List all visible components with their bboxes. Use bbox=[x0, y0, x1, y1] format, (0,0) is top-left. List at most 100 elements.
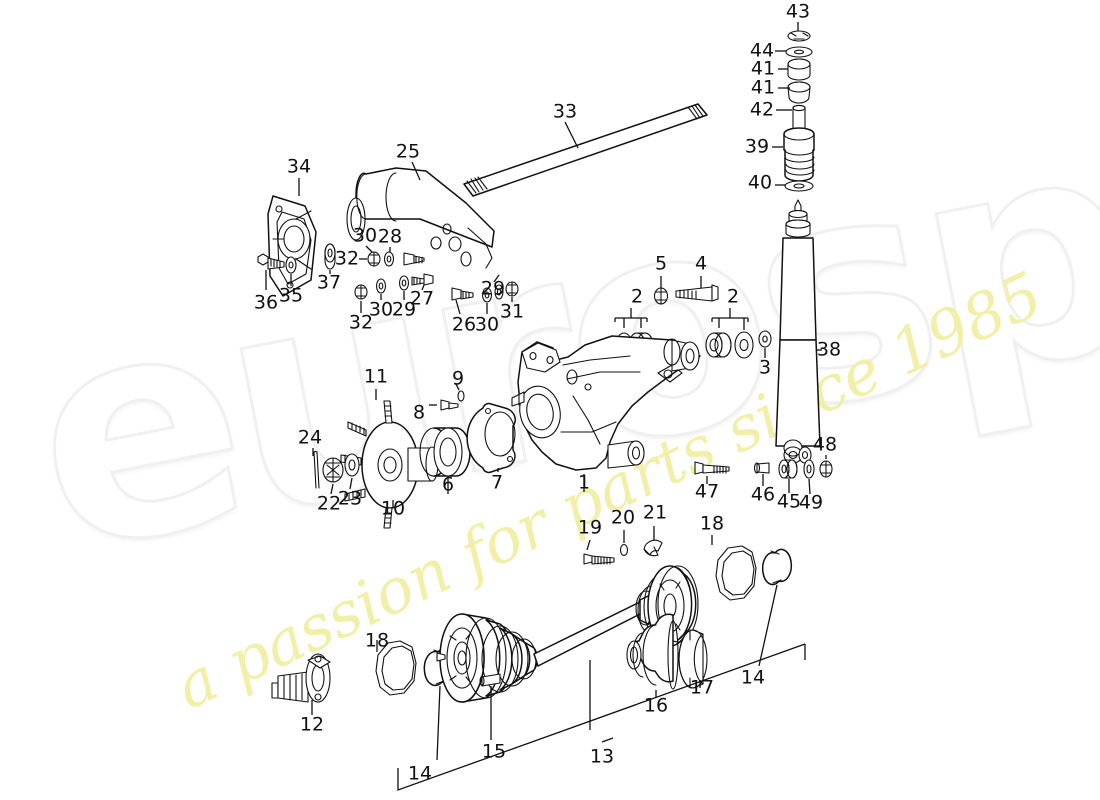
leader-lines-bumpstop bbox=[772, 22, 799, 186]
wheel-bearing-6 bbox=[419, 427, 471, 494]
callout-number-20: 20 bbox=[611, 507, 635, 529]
callout-number-48: 48 bbox=[813, 434, 837, 456]
assembly-bracket-13-14 bbox=[397, 643, 806, 791]
callout-number-30: 30 bbox=[475, 314, 499, 336]
callout-number-31: 31 bbox=[500, 301, 524, 323]
nut-5-bolt-4 bbox=[653, 276, 719, 305]
callout-number-19: 19 bbox=[578, 517, 602, 539]
callout-number-4: 4 bbox=[695, 253, 707, 275]
dowel-pin-15 bbox=[479, 673, 501, 740]
rubber-boot-16 bbox=[626, 613, 679, 698]
callout-number-8: 8 bbox=[413, 402, 425, 424]
gasket-18-left bbox=[375, 640, 417, 696]
callout-number-18: 18 bbox=[700, 513, 724, 535]
washer-49 bbox=[803, 459, 815, 495]
callout-number-12: 12 bbox=[300, 714, 324, 736]
bolt-47 bbox=[694, 461, 730, 484]
hardware-row2 bbox=[354, 273, 434, 313]
callout-number-22: 22 bbox=[317, 493, 341, 515]
callout-number-9: 9 bbox=[452, 368, 464, 390]
cv-joint-left bbox=[436, 613, 538, 703]
callout-number-34: 34 bbox=[287, 156, 311, 178]
callout-number-32: 32 bbox=[349, 312, 373, 334]
callout-number-14: 14 bbox=[741, 667, 765, 689]
callout-number-43: 43 bbox=[786, 1, 810, 23]
torsion-bar-bracket bbox=[267, 178, 317, 297]
callout-number-45: 45 bbox=[777, 491, 801, 513]
callout-number-29: 29 bbox=[481, 278, 505, 300]
callout-number-32: 32 bbox=[335, 248, 359, 270]
callout-number-15: 15 bbox=[482, 741, 506, 763]
callout-number-11: 11 bbox=[364, 366, 388, 388]
washer-20 bbox=[619, 530, 629, 557]
drive-shaft-13 bbox=[533, 601, 645, 730]
callout-number-39: 39 bbox=[745, 136, 769, 158]
callout-number-16: 16 bbox=[644, 695, 668, 717]
callout-number-13: 13 bbox=[590, 746, 614, 768]
callout-number-41: 41 bbox=[751, 58, 775, 80]
bumpstop-stack bbox=[783, 30, 815, 192]
callout-number-5: 5 bbox=[655, 253, 667, 275]
clamp-ring-17 bbox=[678, 629, 708, 689]
callout-number-30: 30 bbox=[369, 299, 393, 321]
callout-number-17: 17 bbox=[690, 677, 714, 699]
hardware-row3 bbox=[451, 274, 519, 315]
retaining-plate-21 bbox=[643, 526, 663, 557]
callout-number-1: 1 bbox=[578, 472, 590, 494]
callout-number-7: 7 bbox=[491, 472, 503, 494]
torsion-bar bbox=[463, 103, 708, 197]
bolt-19 bbox=[583, 539, 615, 565]
shock-absorber bbox=[775, 199, 821, 464]
callout-number-21: 21 bbox=[643, 502, 667, 524]
castle-nut-22 bbox=[322, 457, 344, 495]
wheel-hub-10 bbox=[340, 389, 439, 529]
callout-number-49: 49 bbox=[799, 492, 823, 514]
bushing-group-2-right bbox=[705, 308, 754, 359]
bushing-45 bbox=[778, 459, 798, 493]
washer-35 bbox=[285, 256, 297, 286]
callout-number-14: 14 bbox=[408, 763, 432, 785]
washer-3 bbox=[758, 330, 772, 358]
spring-plate-25 bbox=[346, 161, 495, 269]
bearing-flange-7 bbox=[466, 402, 516, 474]
trailing-arm-1 bbox=[511, 335, 701, 492]
callout-number-27: 27 bbox=[410, 288, 434, 310]
callout-number-2: 2 bbox=[727, 286, 739, 308]
callout-number-3: 3 bbox=[759, 357, 771, 379]
hardware-30-28 bbox=[359, 245, 425, 267]
callout-number-36: 36 bbox=[254, 292, 278, 314]
bushing-37 bbox=[324, 243, 336, 274]
bolt-8 bbox=[429, 399, 459, 411]
callout-number-42: 42 bbox=[750, 99, 774, 121]
spacer-46 bbox=[753, 462, 770, 486]
callout-number-18: 18 bbox=[365, 630, 389, 652]
washer-23 bbox=[344, 453, 360, 490]
callout-number-47: 47 bbox=[695, 481, 719, 503]
callout-number-35: 35 bbox=[279, 285, 303, 307]
callout-number-33: 33 bbox=[553, 101, 577, 123]
stub-axle-12 bbox=[271, 653, 331, 715]
bolt-36 bbox=[257, 253, 285, 290]
callout-number-38: 38 bbox=[817, 339, 841, 361]
washer-9 bbox=[455, 383, 465, 402]
cotter-pin-24 bbox=[312, 448, 320, 489]
callout-number-41: 41 bbox=[751, 77, 775, 99]
callout-number-26: 26 bbox=[452, 314, 476, 336]
circlip-14-right bbox=[758, 548, 793, 667]
gasket-18-right bbox=[711, 535, 757, 601]
callout-number-44: 44 bbox=[750, 40, 774, 62]
callout-number-23: 23 bbox=[338, 488, 362, 510]
callout-number-30: 30 bbox=[353, 225, 377, 247]
callout-number-28: 28 bbox=[378, 226, 402, 248]
callout-number-37: 37 bbox=[317, 272, 341, 294]
callout-number-40: 40 bbox=[748, 172, 772, 194]
callout-number-10: 10 bbox=[381, 498, 405, 520]
callout-number-6: 6 bbox=[442, 474, 454, 496]
callout-number-25: 25 bbox=[396, 141, 420, 163]
callout-number-46: 46 bbox=[751, 484, 775, 506]
nut-48 bbox=[819, 455, 833, 478]
callout-number-29: 29 bbox=[392, 299, 416, 321]
